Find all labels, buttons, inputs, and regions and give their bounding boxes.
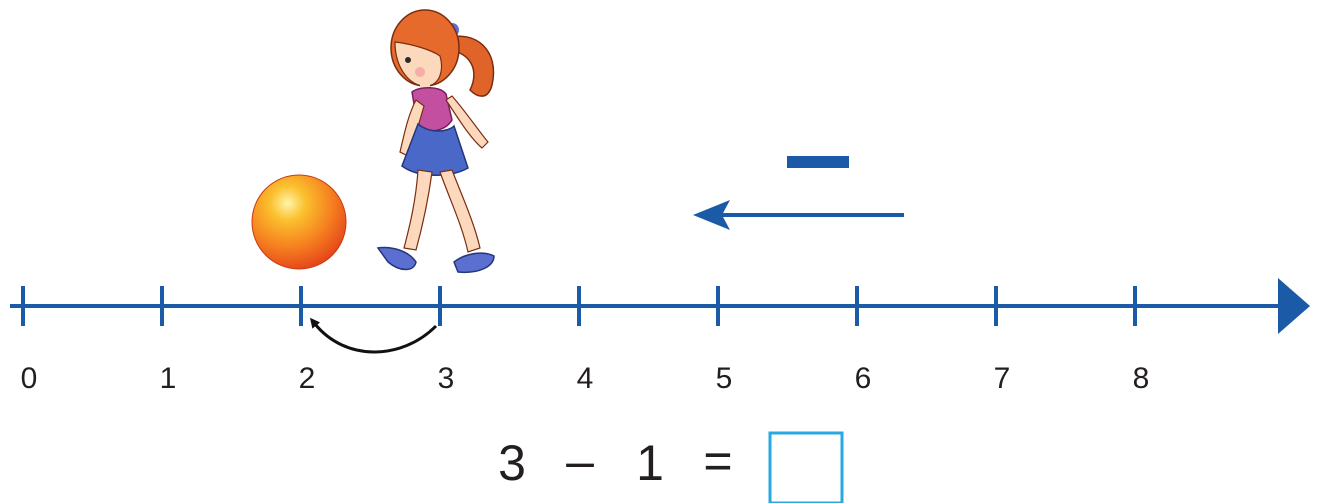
equation: 3 – 1 = <box>498 431 844 503</box>
tick-label-5: 5 <box>716 362 733 395</box>
tick-label-3: 3 <box>438 362 455 395</box>
equation-operand-2: 1 <box>636 435 664 491</box>
number-line-labels: 0 1 2 3 4 5 6 7 8 <box>21 362 1150 395</box>
equation-equals: = <box>703 433 732 489</box>
equation-operand-1: 3 <box>498 435 526 491</box>
number-line-arrowhead <box>1278 278 1310 334</box>
answer-box[interactable] <box>768 431 844 503</box>
ball-illustration <box>251 174 347 270</box>
jump-arrow <box>309 317 438 354</box>
tick-label-2: 2 <box>299 362 316 395</box>
minus-sign-icon <box>787 156 849 168</box>
left-arrow-icon <box>693 200 904 230</box>
tick-label-4: 4 <box>577 362 594 395</box>
equation-operator: – <box>566 433 594 489</box>
number-line-ticks <box>21 286 1137 326</box>
tick-label-0: 0 <box>21 362 38 395</box>
girl-illustration <box>376 9 495 274</box>
tick-label-7: 7 <box>994 362 1011 395</box>
tick-label-1: 1 <box>160 362 177 395</box>
tick-label-8: 8 <box>1133 362 1150 395</box>
tick-label-6: 6 <box>855 362 872 395</box>
number-line: 0 1 2 3 4 5 6 7 8 <box>10 278 1310 395</box>
